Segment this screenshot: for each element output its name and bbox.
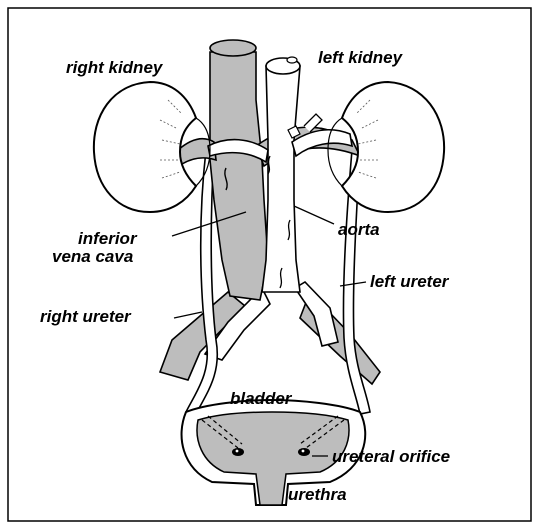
ureteral-orifice-label: ureteral orifice [332, 447, 450, 466]
urethra-label: urethra [288, 485, 347, 504]
vena-cava-label: vena cava [52, 247, 133, 266]
bladder-label: bladder [230, 389, 293, 408]
left-orifice-dot [232, 448, 244, 456]
left-ureter-label: left ureter [370, 272, 450, 291]
right-kidney-label: right kidney [66, 58, 164, 77]
right-orifice-dot [298, 448, 310, 456]
aorta-label: aorta [338, 220, 380, 239]
left-kidney-label: left kidney [318, 48, 404, 67]
right-ureter-label: right ureter [40, 307, 132, 326]
inferior-label: inferior [78, 229, 138, 248]
